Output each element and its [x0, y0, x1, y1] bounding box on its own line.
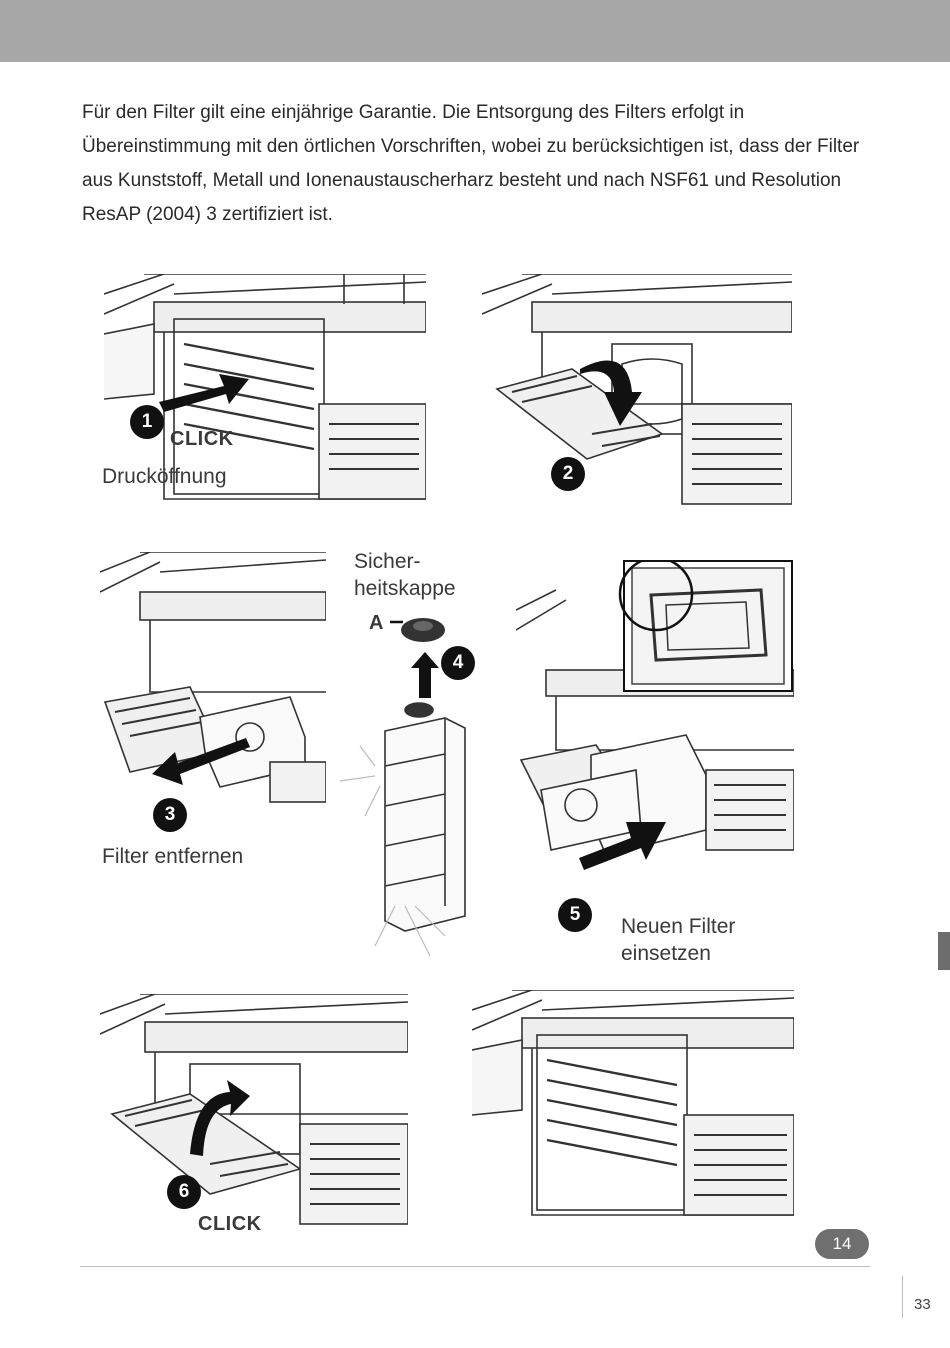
step4-callout-label: A — [369, 612, 384, 634]
step1-caption: Drucköffnung — [102, 465, 227, 488]
step3-number-badge: 3 — [153, 798, 187, 832]
header-bar — [0, 0, 950, 62]
footer-divider — [80, 1266, 870, 1267]
step6-number-badge: 6 — [167, 1175, 201, 1209]
step4-caption-line2: heitskappe — [354, 577, 456, 600]
step5-number-badge: 5 — [558, 898, 592, 932]
step5-caption-line1: Neuen Filter — [621, 915, 736, 938]
step1-click-label: CLICK — [170, 428, 234, 450]
step6-illustration — [100, 994, 408, 1248]
footer-vertical-divider — [902, 1276, 903, 1318]
page-number: 33 — [914, 1296, 931, 1313]
step5-caption-line2: einsetzen — [621, 942, 711, 965]
step5-caption: Neuen Filter einsetzen — [621, 913, 735, 967]
step5-illustration — [516, 560, 794, 886]
chapter-number-pill: 14 — [815, 1229, 869, 1259]
step2-number-badge: 2 — [551, 457, 585, 491]
step4-number-badge: 4 — [441, 646, 475, 680]
intro-paragraph: Für den Filter gilt eine einjährige Gara… — [82, 102, 860, 225]
step4-illustration — [335, 606, 470, 976]
side-tab-marker — [938, 932, 950, 970]
step3-illustration — [100, 552, 326, 818]
step2-illustration — [482, 274, 792, 532]
step4-caption: Sicher- heitskappe — [354, 548, 456, 602]
step1-illustration — [104, 274, 426, 534]
step3-caption: Filter entfernen — [102, 845, 244, 868]
step6-click-label: CLICK — [198, 1213, 262, 1235]
final-state-illustration — [472, 990, 794, 1248]
step4-caption-line1: Sicher- — [354, 550, 421, 573]
step1-number-badge: 1 — [130, 405, 164, 439]
